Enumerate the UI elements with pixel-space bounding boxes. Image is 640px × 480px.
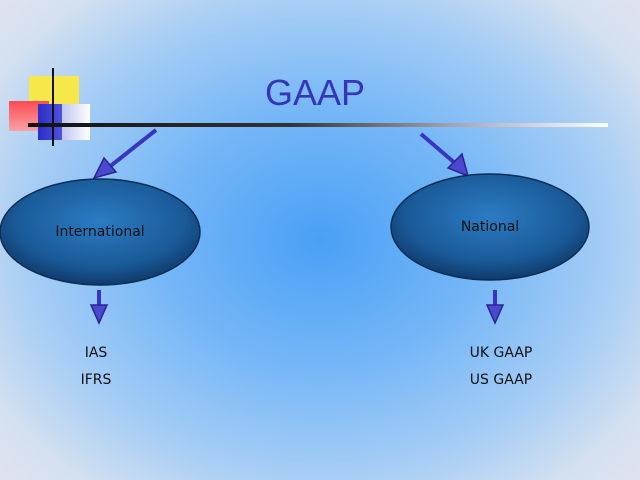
title-underline — [28, 123, 608, 127]
leaf-ias: IAS — [84, 345, 108, 361]
leaf-uk-gaap: UK GAAP — [469, 345, 533, 361]
node-national-shape — [390, 173, 590, 281]
arrow-to-national-items — [485, 290, 505, 325]
arrow-to-international-items — [89, 290, 109, 325]
arrow-to-international — [92, 128, 158, 180]
node-international-shape — [0, 178, 201, 286]
leaf-ifrs: IFRS — [80, 372, 112, 388]
node-national-label: National — [460, 219, 520, 235]
decor-light-square — [62, 104, 90, 140]
node-international-label: International — [55, 224, 145, 240]
page-title: GAAP — [264, 72, 366, 113]
leaf-us-gaap: US GAAP — [469, 372, 533, 388]
arrow-to-national — [419, 132, 470, 178]
decor-vertical-line — [52, 68, 54, 146]
